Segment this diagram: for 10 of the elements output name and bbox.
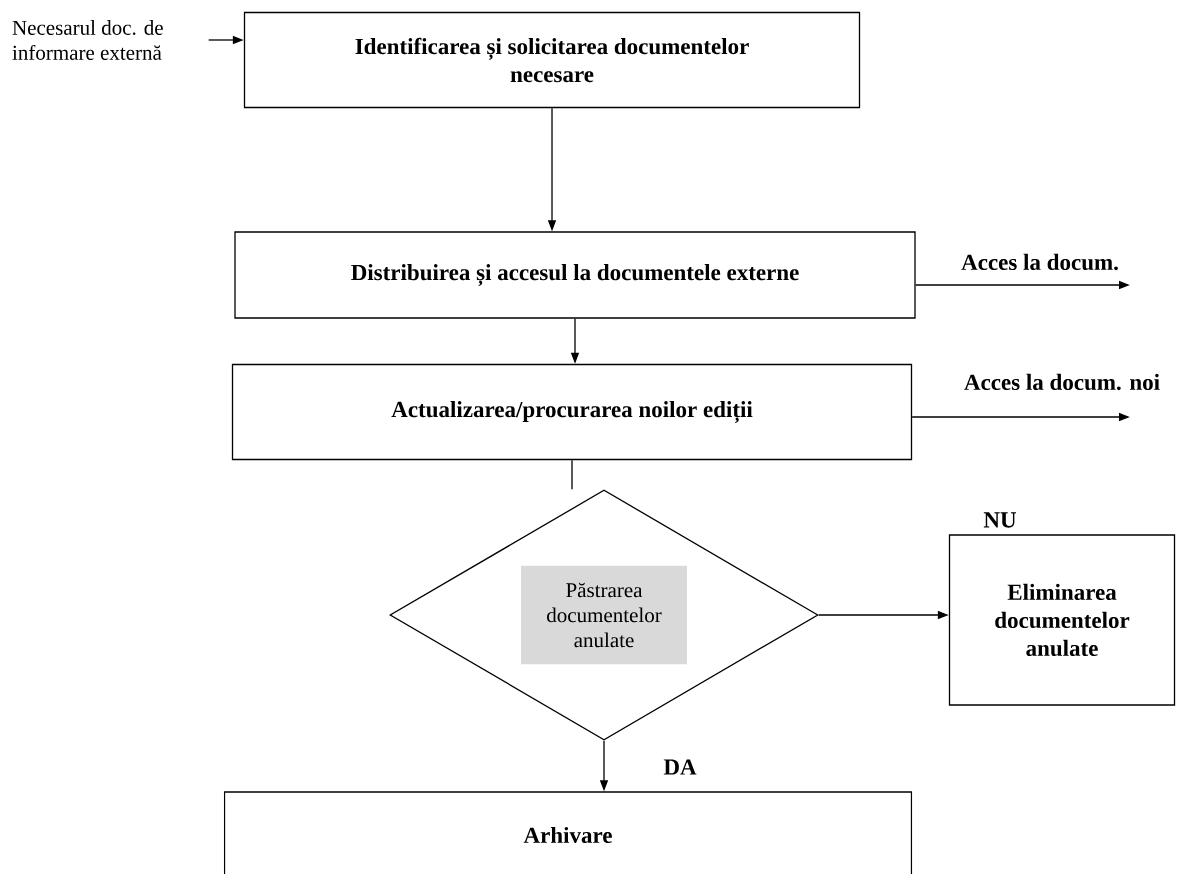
edge-label: Acces la docum. — [960, 252, 1120, 272]
process-box: Eliminarea documentelor anulate — [948, 534, 1176, 706]
edge-label: Acces la docum. noi — [962, 372, 1162, 392]
edge-label: NU — [982, 511, 1018, 529]
edge-label: DA — [662, 758, 698, 776]
process-box: Identificarea și solicitarea documentelor necesare — [243, 11, 861, 109]
process-box: Arhivare — [223, 791, 913, 874]
process-box: Distribuirea și accesul la documentele externe — [234, 231, 916, 319]
process-box: Actualizarea/procurarea noilor ediții — [231, 363, 913, 461]
input-label: Necesarul doc. de informare externă — [12, 20, 163, 60]
